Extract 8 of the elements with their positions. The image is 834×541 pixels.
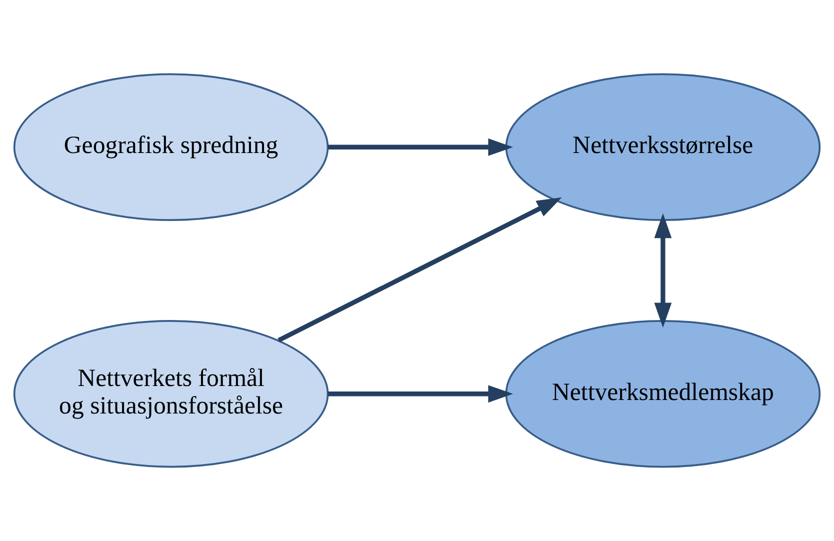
node-ellipse: Geografisk spredning — [13, 73, 329, 221]
node-ellipse: Nettverkets formål og situasjonsforståelse — [13, 320, 329, 468]
arrow — [328, 385, 514, 403]
node-ellipse: Nettverksmedlemskap — [505, 320, 821, 468]
node-ellipse: Nettverksstørrelse — [505, 73, 821, 221]
arrow — [328, 138, 514, 156]
arrow — [654, 213, 672, 328]
arrow — [278, 197, 562, 342]
